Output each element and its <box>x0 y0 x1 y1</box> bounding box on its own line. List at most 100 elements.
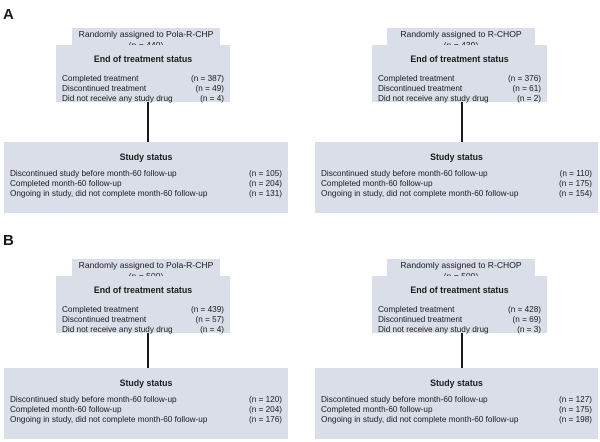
row-count: (n = 204) <box>249 405 282 414</box>
row-label: Completed month-60 follow-up <box>321 179 433 188</box>
row-label: Discontinued treatment <box>378 315 463 324</box>
treatment-status-rows: Completed treatment(n = 376)Discontinued… <box>378 74 541 104</box>
row-count: (n = 198) <box>559 415 592 424</box>
study-status-rows: Discontinued study before month-60 follo… <box>321 395 592 425</box>
study-status-rows: Discontinued study before month-60 follo… <box>321 169 592 199</box>
study-status-row: Ongoing in study, did not complete month… <box>321 415 592 425</box>
row-label: Completed month-60 follow-up <box>10 179 122 188</box>
study-status-row: Completed month-60 follow-up (n = 204) <box>10 405 282 415</box>
row-label: Ongoing in study, did not complete month… <box>10 189 208 198</box>
study-status-rows: Discontinued study before month-60 follo… <box>10 169 282 199</box>
randomization-label: Randomly assigned to Pola-R-CHP <box>78 29 214 39</box>
row-label: Completed month-60 follow-up <box>10 405 122 414</box>
connector-line <box>461 333 463 368</box>
row-count: (n = 154) <box>559 189 592 198</box>
row-label: Completed treatment <box>378 305 455 314</box>
row-label: Completed treatment <box>62 305 139 314</box>
treatment-status-rows: Completed treatment(n = 428)Discontinued… <box>378 305 541 335</box>
row-label: Discontinued treatment <box>62 84 147 93</box>
treatment-status-title: End of treatment status <box>93 285 193 295</box>
row-count: (n = 428) <box>508 305 541 314</box>
row-count: (n = 3) <box>517 325 541 334</box>
row-count: (n = 49) <box>195 84 224 93</box>
treatment-status-rows: Completed treatment(n = 387)Discontinued… <box>62 74 224 104</box>
treatment-status-row: Did not receive any study drug(n = 4) <box>62 94 224 104</box>
treatment-status-row: Did not receive any study drug(n = 4) <box>62 325 224 335</box>
panel-label: B <box>3 232 14 249</box>
row-label: Ongoing in study, did not complete month… <box>10 415 208 424</box>
row-label: Discontinued study before month-60 follo… <box>321 169 488 178</box>
study-status-row: Discontinued study before month-60 follo… <box>10 395 282 405</box>
study-status-row: Completed month-60 follow-up (n = 175) <box>321 179 592 189</box>
row-count: (n = 69) <box>512 315 541 324</box>
row-label: Did not receive any study drug <box>62 325 173 334</box>
row-count: (n = 2) <box>517 94 541 103</box>
treatment-status-title: End of treatment status <box>93 54 193 64</box>
row-count: (n = 61) <box>512 84 541 93</box>
treatment-status-row: Completed treatment (n = 387) <box>62 74 224 84</box>
randomization-label: Randomly assigned to R-CHOP <box>400 29 522 39</box>
row-count: (n = 387) <box>191 74 224 83</box>
study-status-row: Ongoing in study, did not complete month… <box>10 189 282 199</box>
treatment-status-row: Discontinued treatment (n = 69) <box>378 315 541 325</box>
treatment-status-row: Completed treatment (n = 376) <box>378 74 541 84</box>
study-status-row: Discontinued study before month-60 follo… <box>321 169 592 179</box>
treatment-status-title: End of treatment status <box>410 54 509 64</box>
study-status-title: Study status <box>119 378 173 388</box>
connector-line <box>147 102 149 142</box>
row-label: Discontinued study before month-60 follo… <box>10 169 177 178</box>
randomization-label: Randomly assigned to Pola-R-CHP <box>78 260 214 270</box>
treatment-status-row: Completed treatment (n = 439) <box>62 305 224 315</box>
treatment-status-row: Did not receive any study drug (n = 2) <box>378 94 541 104</box>
study-status-row: Discontinued study before month-60 follo… <box>321 395 592 405</box>
study-status-row: Discontinued study before month-60 follo… <box>10 169 282 179</box>
treatment-status-row: Discontinued treatment (n = 61) <box>378 84 541 94</box>
row-count: (n = 176) <box>249 415 282 424</box>
study-status-row: Ongoing in study, did not complete month… <box>321 189 592 199</box>
treatment-status-row: Discontinued treatment (n = 57) <box>62 315 224 325</box>
row-label: Completed treatment <box>378 74 455 83</box>
row-label: Ongoing in study, did not complete month… <box>321 189 519 198</box>
row-count: (n = 110) <box>559 169 592 178</box>
row-count: (n = 204) <box>249 179 282 188</box>
treatment-status-row: Discontinued treatment (n = 49) <box>62 84 224 94</box>
row-count: (n = 131) <box>249 189 282 198</box>
row-label: Completed month-60 follow-up <box>321 405 433 414</box>
study-status-title: Study status <box>430 152 483 162</box>
study-status-row: Completed month-60 follow-up (n = 204) <box>10 179 282 189</box>
row-label: Discontinued treatment <box>62 315 147 324</box>
row-label: Did not receive any study drug <box>378 94 489 103</box>
study-status-title: Study status <box>119 152 173 162</box>
row-count: (n = 376) <box>508 74 541 83</box>
row-count: (n = 127) <box>559 395 592 404</box>
treatment-status-title: End of treatment status <box>410 285 509 295</box>
row-label: Did not receive any study drug <box>378 325 489 334</box>
study-status-title: Study status <box>430 378 483 388</box>
row-count: (n = 57) <box>195 315 224 324</box>
row-label: Ongoing in study, did not complete month… <box>321 415 519 424</box>
study-status-row: Ongoing in study, did not complete month… <box>10 415 282 425</box>
treatment-status-row: Did not receive any study drug (n = 3) <box>378 325 541 335</box>
row-count: (n = 105) <box>249 169 282 178</box>
row-count: (n = 439) <box>191 305 224 314</box>
row-label: Did not receive any study drug <box>62 94 173 103</box>
connector-line <box>461 102 463 142</box>
study-status-row: Completed month-60 follow-up(n = 175) <box>321 405 592 415</box>
connector-line <box>147 333 149 368</box>
row-count: (n = 175) <box>559 179 592 188</box>
row-label: Discontinued treatment <box>378 84 463 93</box>
row-count: (n = 120) <box>249 395 282 404</box>
study-status-rows: Discontinued study before month-60 follo… <box>10 395 282 425</box>
treatment-status-row: Completed treatment (n = 428) <box>378 305 541 315</box>
randomization-label: Randomly assigned to R-CHOP <box>400 260 522 270</box>
treatment-status-rows: Completed treatment(n = 439)Discontinued… <box>62 305 224 335</box>
row-label: Completed treatment <box>62 74 139 83</box>
